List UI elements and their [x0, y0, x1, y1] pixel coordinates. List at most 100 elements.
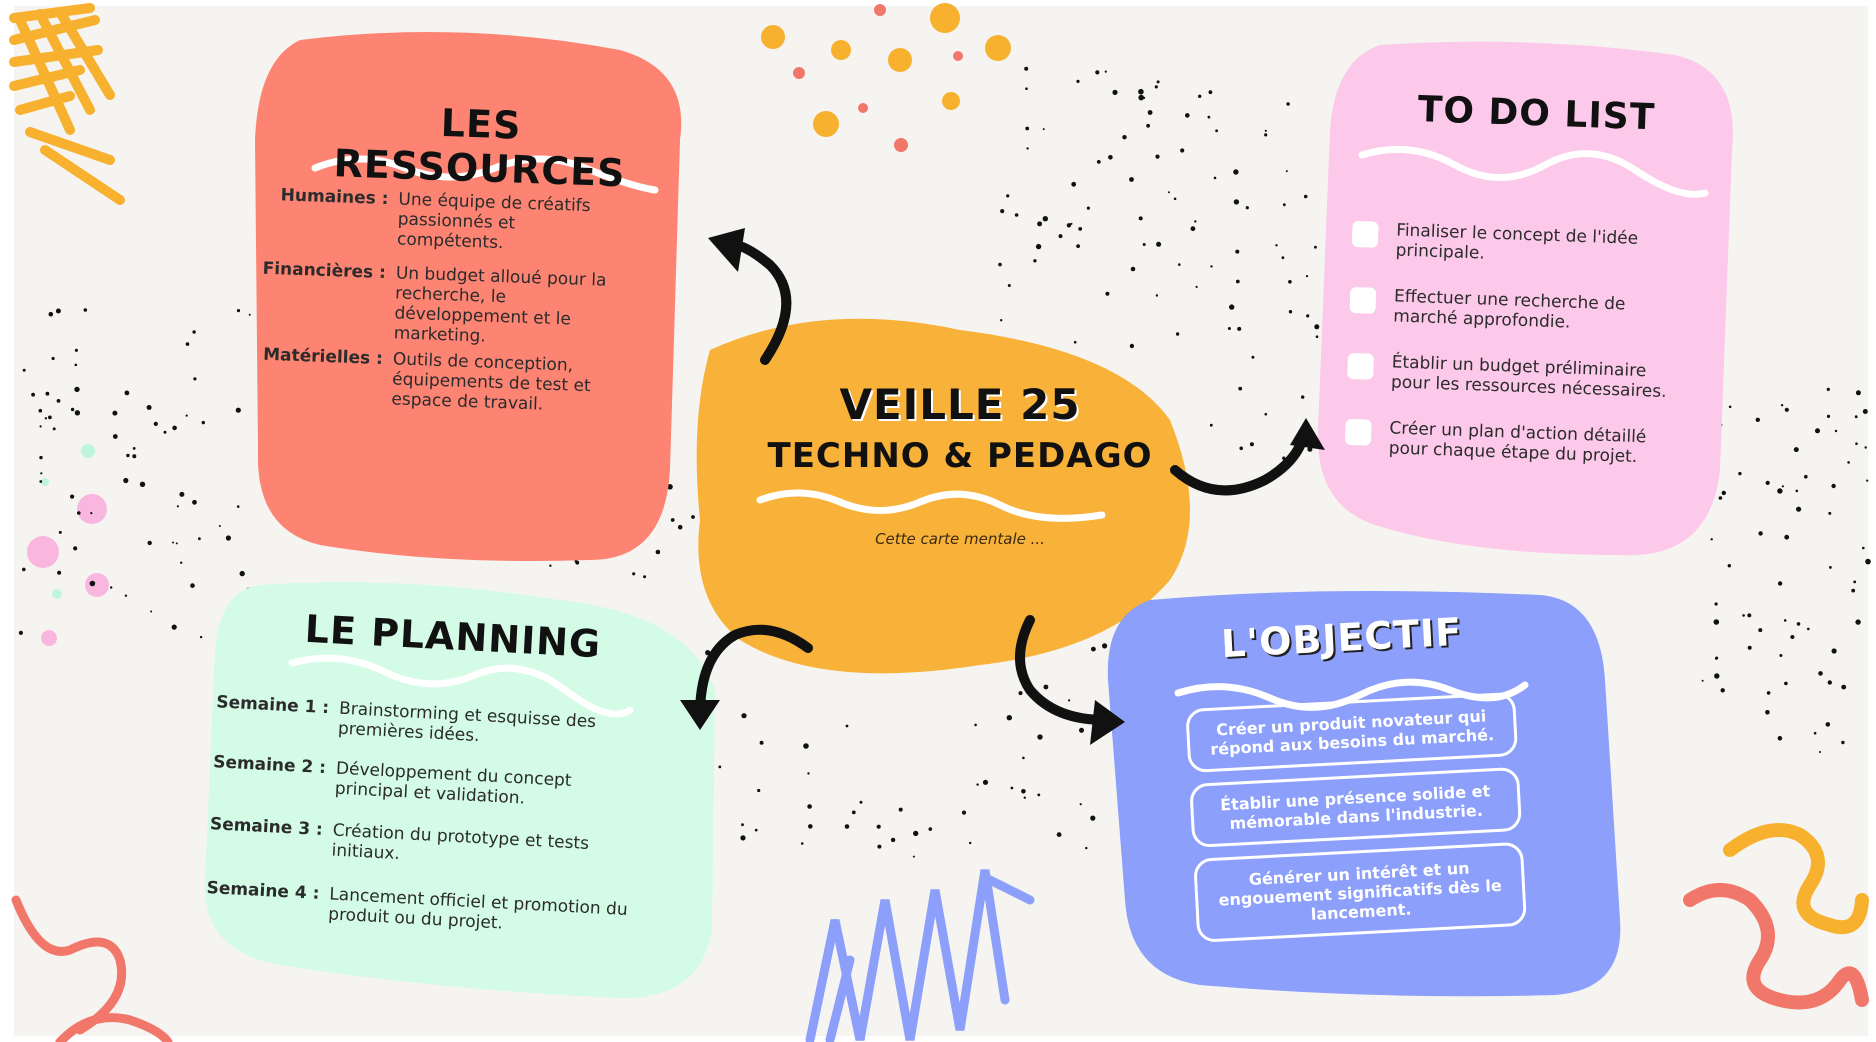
ressources-card: LES RESSOURCES Humaines :Une équipe de c…: [246, 33, 694, 568]
todo-checkbox[interactable]: [1349, 286, 1377, 314]
planning-row: Semaine 1 :Brainstorming et esquisse des…: [210, 692, 709, 746]
speckle-dot: [45, 391, 50, 396]
speckle-dot: [1715, 656, 1719, 660]
ressource-label: Humaines :: [280, 185, 389, 210]
speckle-dot: [803, 743, 809, 749]
speckle-dot: [1022, 756, 1025, 760]
speckle-dot: [1014, 213, 1019, 217]
speckle-dot: [139, 481, 146, 487]
speckle-dot: [1804, 474, 1808, 479]
speckle-dot: [1781, 485, 1784, 488]
speckle-dot: [1066, 223, 1072, 228]
speckle-dot: [198, 537, 201, 541]
speckle-dot: [1173, 197, 1177, 201]
speckle-dot: [1714, 602, 1718, 606]
speckle-dot: [1180, 148, 1185, 153]
speckle-dot: [1215, 129, 1218, 133]
speckle-dot: [808, 824, 813, 829]
speckle-dot: [1023, 796, 1026, 799]
planning-week-label: Semaine 2 :: [212, 752, 327, 779]
todo-checkbox[interactable]: [1347, 352, 1375, 380]
speckle-dot: [1122, 135, 1127, 140]
speckle-dot: [1853, 580, 1857, 584]
speckle-dot: [172, 541, 175, 544]
speckle-dot: [57, 570, 62, 575]
speckle-dot: [1281, 256, 1285, 260]
speckle-dot: [1071, 181, 1077, 187]
speckle-dot: [199, 635, 203, 639]
speckle-dot: [1207, 115, 1211, 119]
speckle-dot: [74, 386, 80, 393]
speckle-dot: [691, 515, 695, 519]
speckle-dot: [1854, 415, 1858, 419]
speckle-dot: [1194, 220, 1197, 223]
speckle-dot: [1233, 199, 1240, 205]
speckle-dot: [1138, 216, 1143, 221]
speckle-dot: [1315, 335, 1319, 339]
speckle-dot: [1010, 786, 1014, 790]
speckle-dot: [1112, 89, 1118, 95]
ressource-label: Matérielles :: [262, 344, 384, 369]
speckle-dot: [1198, 94, 1202, 99]
speckle-dot: [126, 453, 130, 458]
objectif-card: L'OBJECTIF Créer un produit novateur qui…: [1100, 582, 1625, 1008]
speckle-dot: [74, 348, 78, 352]
speckle-dot: [1185, 113, 1190, 118]
speckle-dot: [844, 824, 850, 829]
speckle-dot: [74, 410, 81, 416]
speckle-dot: [1285, 170, 1288, 173]
speckle-dot: [1025, 87, 1028, 90]
todo-title: TO DO LIST: [1417, 89, 1656, 139]
speckle-dot: [1068, 699, 1071, 702]
speckle-dot: [1738, 471, 1742, 476]
todo-checkbox[interactable]: [1351, 220, 1379, 248]
orange-squiggle-bottom-right: [1723, 823, 1869, 935]
speckle-dot: [18, 630, 23, 636]
speckle-dot: [1831, 648, 1837, 654]
speckle-dot: [1807, 627, 1810, 631]
speckle-dot: [1239, 446, 1243, 451]
speckle-dot: [1813, 731, 1817, 735]
speckle-dot: [575, 560, 580, 565]
speckle-dot: [1096, 160, 1101, 164]
speckle-dot: [851, 810, 856, 815]
speckle-dot: [1237, 326, 1242, 331]
speckle-dot: [969, 841, 972, 845]
blue-scribble-bottom: [805, 869, 1035, 1042]
speckle-dot: [1305, 275, 1309, 278]
speckle-dot: [1105, 291, 1110, 296]
speckle-dot: [845, 724, 849, 728]
speckle-dot: [1777, 736, 1783, 741]
speckle-dot: [1129, 177, 1134, 182]
speckle-dot: [1818, 671, 1823, 676]
ressource-label: Financières :: [262, 258, 387, 284]
speckle-dot: [1102, 643, 1108, 649]
todo-checkbox[interactable]: [1344, 418, 1372, 446]
speckle-dot: [1755, 417, 1761, 422]
speckle-dot: [1090, 815, 1096, 821]
speckle-dot: [655, 549, 661, 555]
speckle-dot: [1864, 446, 1867, 449]
speckle-dot: [1210, 265, 1213, 268]
speckle-dot: [153, 421, 158, 426]
speckle-dot: [55, 308, 61, 314]
speckle-dot: [163, 430, 167, 434]
speckle-dot: [1024, 66, 1029, 71]
speckle-dot: [1796, 622, 1801, 626]
todo-card: TO DO LIST Finaliser le concept de l'idé…: [1311, 38, 1739, 562]
speckle-dot: [1784, 681, 1788, 686]
planning-week-label: Semaine 1 :: [215, 692, 330, 719]
speckle-dot: [44, 417, 48, 420]
speckle-dot: [1307, 446, 1313, 452]
speckle-dot: [800, 842, 804, 845]
speckle-dot: [1865, 558, 1871, 565]
speckle-dot: [1147, 110, 1153, 115]
speckle-dot: [1282, 203, 1286, 207]
speckle-dot: [1035, 243, 1042, 250]
speckle-dot: [1043, 684, 1049, 690]
speckle-dot: [1275, 244, 1278, 247]
speckle-dot: [132, 447, 136, 450]
